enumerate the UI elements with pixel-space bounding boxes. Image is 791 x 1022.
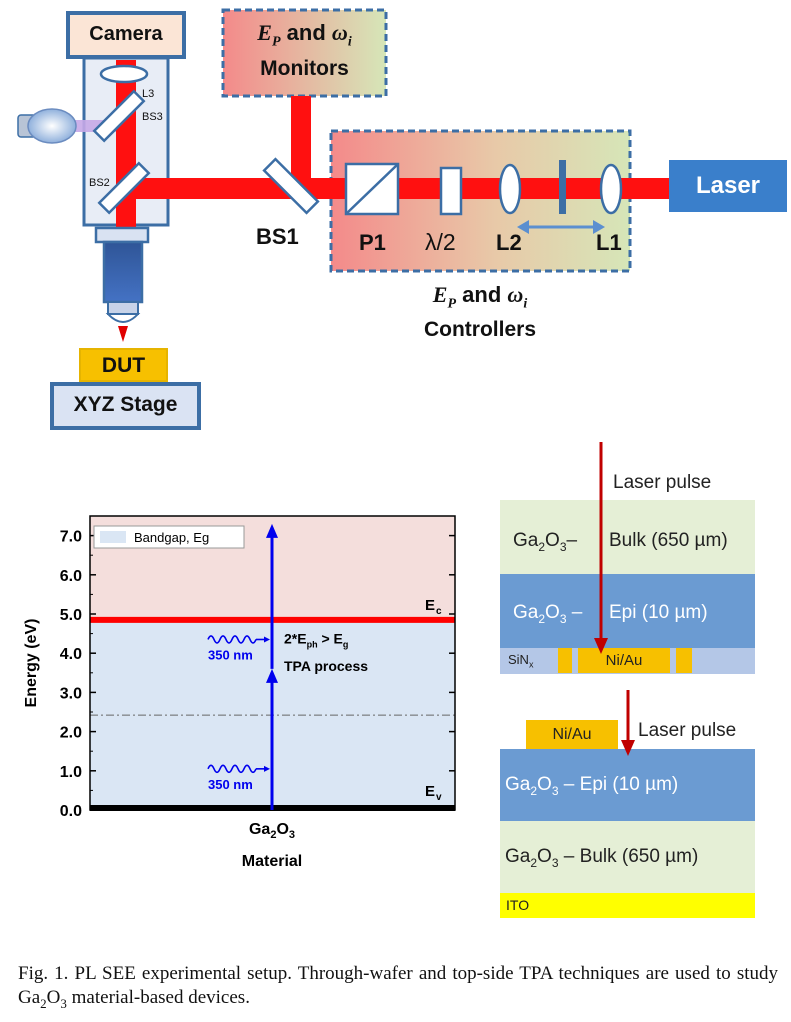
stage-box [50,382,201,430]
caption-o: O [46,987,61,1008]
photon-wave-icon-lower [207,764,257,774]
bs1-splitter-icon [262,157,320,215]
y-axis-label: Energy (eV) [23,619,40,708]
l2-label: L2 [496,230,522,255]
bs1-label: BS1 [256,224,299,249]
objective-icon [94,226,150,342]
bs3-label: BS3 [142,111,163,123]
dut-label: DUT [101,354,146,377]
tw-sinx-label: SiNx [508,652,534,670]
legend-swatch [100,531,126,543]
ts-bulk-label: Ga2O3 – Bulk (650 µm) [505,846,699,870]
ts-contact-label: Ni/Au [552,726,592,743]
monitors-subtitle: Monitors [260,57,349,80]
ec-label-sub: c [436,606,442,617]
halfwave-label: λ/2 [425,229,456,255]
photon-arrowhead [266,668,278,683]
controllers-title: EP and ωi [432,282,528,312]
l1-lens-icon [599,163,623,215]
translation-arrow-icon [517,220,605,234]
tw-contact-main [578,648,670,673]
y-tick-label: 1.0 [60,764,82,781]
l2-lens-icon [498,163,522,215]
laser-label: Laser [695,172,761,199]
y-tick-label: 6.0 [60,568,82,585]
photon-label-upper: 350 nm [208,647,253,662]
ts-laser-label: Laser pulse [638,720,737,741]
ev-label-sub: v [436,792,442,803]
monitors-box [221,8,388,98]
tw-bulk-layer [500,500,755,574]
monitors-title: EP and ωi [257,20,352,50]
halfwave-plate-icon [439,166,463,216]
figure-caption: Fig. 1. PL SEE experimental setup. Throu… [18,962,778,1016]
ts-epi-label: Ga2O3 – Epi (10 µm) [505,774,679,798]
x-tick-label: Ga2O3 [249,821,295,841]
photon-wave-icon-upper-head [264,636,270,643]
l3-lens-icon [99,64,149,84]
p1-label: P1 [359,230,386,255]
dut-box [79,348,168,382]
bs2-splitter-icon [97,161,151,215]
controllers-subtitle: Controllers [423,318,536,341]
caption-sub-2: 2 [40,995,47,1011]
tpa-process-label: TPA process [284,658,368,674]
light-bulb-icon [17,108,77,144]
tw-bulk-label-right: Bulk (650 µm) [609,530,728,551]
caption-sub-3: 3 [60,995,67,1011]
y-tick-label: 5.0 [60,607,82,624]
x-axis-label: Material [242,853,302,870]
legend-label: Bandgap, Eg [134,530,209,545]
tw-epi-layer [500,574,755,648]
optical-setup-diagram [17,8,787,430]
y-tick-label: 0.0 [60,803,82,820]
device-cross-sections [500,442,755,918]
caption-suffix: material-based devices. [66,987,250,1008]
ts-ito-layer [500,893,755,918]
tw-contact-label: Ni/Au [605,652,643,669]
caption-prefix: Fig. 1. PL SEE experimental setup. Throu… [18,963,778,1008]
y-tick-label: 3.0 [60,685,82,702]
laser-box [669,160,787,212]
camera-box [66,11,186,59]
y-tick-label: 4.0 [60,646,82,663]
bs3-splitter-icon [92,89,146,143]
tw-contact-small-left [558,648,572,673]
photon-arrowhead [266,523,278,538]
tw-epi-label-left: Ga2O3 – [513,602,583,626]
legend-box [93,525,245,549]
ts-epi-layer [500,749,755,821]
photon-wave-icon-upper [207,635,257,644]
monitor-beam [291,96,311,186]
tw-laser-label: Laser pulse [613,472,712,493]
ts-contact [526,720,618,749]
tw-contact-small-right [676,648,692,673]
tw-bulk-label-left: Ga2O3– [513,530,578,554]
tpa-equation: 2*Eph > Eg [284,630,348,649]
ts-bulk-layer [500,821,755,893]
ts-ito-label: ITO [506,897,530,913]
aperture-icon [559,160,566,214]
bs2-label: BS2 [89,177,110,189]
ev-label: E [425,783,435,800]
stage-label: XYZ Stage [73,393,178,416]
ec-label: E [425,597,435,614]
l3-label: L3 [142,88,155,100]
p1-polarizer-icon [344,162,400,216]
y-tick-label: 2.0 [60,725,82,742]
photon-label-lower: 350 nm [208,777,253,792]
photon-wave-icon-lower-head [264,765,270,772]
l1-label: L1 [596,230,622,255]
y-tick-label: 7.0 [60,529,82,546]
tw-epi-label-right: Epi (10 µm) [609,602,708,623]
camera-label: Camera [89,23,163,45]
